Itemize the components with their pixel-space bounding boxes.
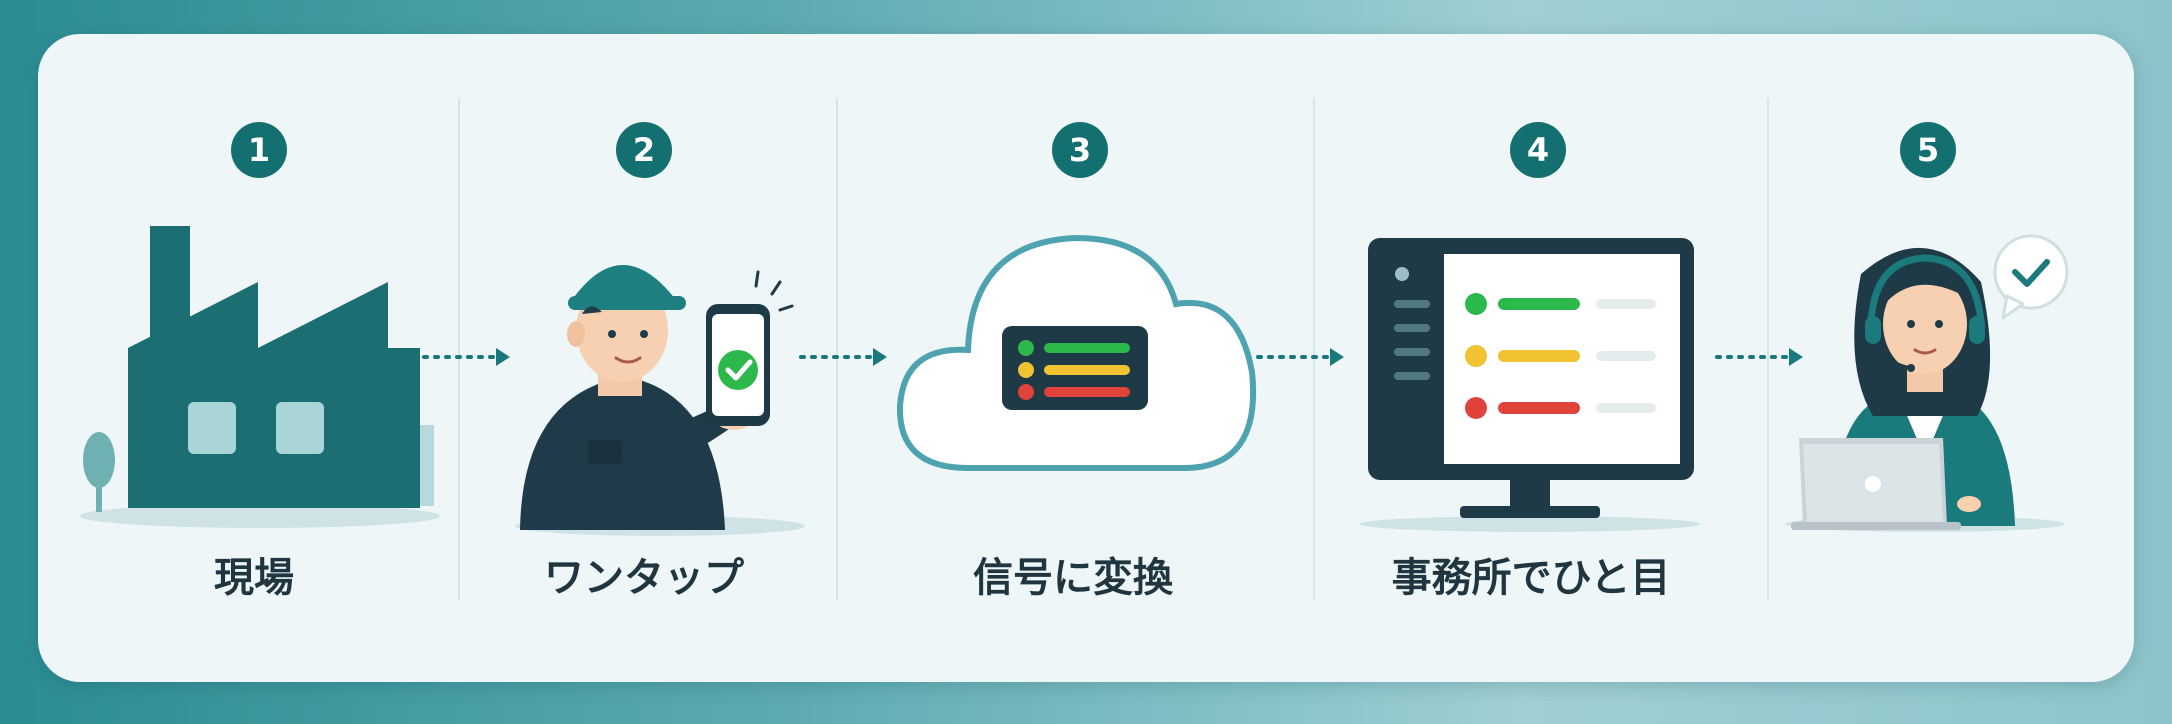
step-3-label: 信号に変換 xyxy=(973,555,1173,601)
worker-phone-icon xyxy=(515,265,805,536)
flow-arrow-icon xyxy=(422,348,510,366)
step-2-badge: 2 xyxy=(616,122,672,178)
flow-arrow-icon xyxy=(1256,348,1344,366)
step-divider xyxy=(1767,98,1769,600)
step-1-badge: 1 xyxy=(231,122,287,178)
operator-headset-icon xyxy=(1785,234,2069,532)
flow-arrow-icon xyxy=(1715,348,1803,366)
step-divider xyxy=(458,98,460,600)
factory-icon xyxy=(80,226,440,528)
step-5-badge: 5 xyxy=(1900,122,1956,178)
step-2-label: ワンタップ xyxy=(544,555,744,601)
step-divider xyxy=(836,98,838,600)
step-4-label: 事務所でひと目 xyxy=(1391,555,1671,601)
step-5-label xyxy=(1738,548,2118,608)
flow-arrow-icon xyxy=(799,348,887,366)
cloud-signal-icon xyxy=(896,234,1257,471)
step-4-badge: 4 xyxy=(1510,122,1566,178)
step-1-label: 現場 xyxy=(214,555,294,601)
office-monitor-icon xyxy=(1360,238,1700,532)
step-divider xyxy=(1313,98,1315,600)
step-3-badge: 3 xyxy=(1052,122,1108,178)
